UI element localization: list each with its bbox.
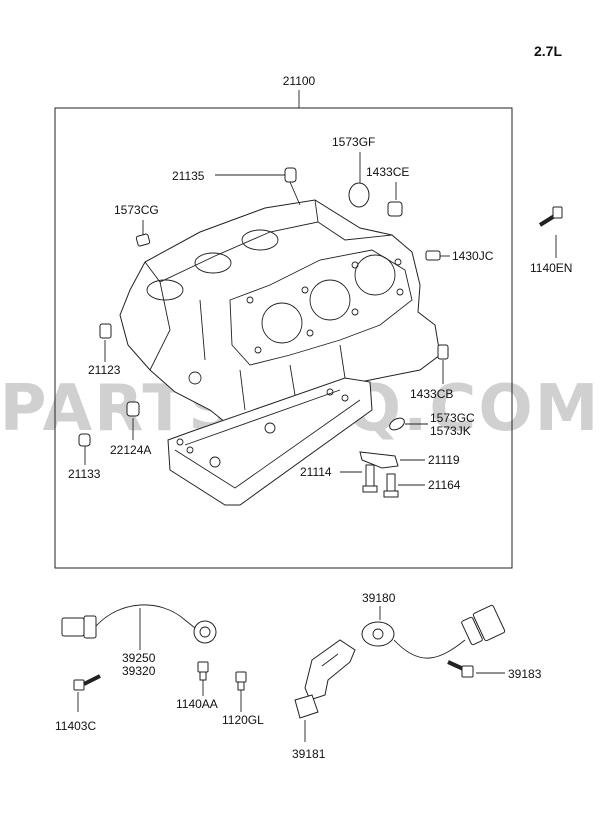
plug-1573CG — [135, 233, 151, 247]
assembly-frame — [54, 107, 513, 569]
bolt-1140EN — [538, 206, 563, 227]
part-label-1573CG[interactable]: 1573CG — [114, 203, 159, 217]
plug-1573GC — [389, 417, 405, 431]
part-label-11403C[interactable]: 11403C — [55, 719, 96, 733]
plug-1573GF — [348, 182, 370, 208]
part-label-1433CB[interactable]: 1433CB — [410, 387, 453, 401]
part-label-1140EN[interactable]: 1140EN — [530, 261, 572, 275]
part-label-1430JC[interactable]: 1430JC — [452, 249, 494, 263]
dowel-21135 — [284, 167, 297, 183]
plug-21133 — [78, 433, 91, 447]
bolt-39183 — [447, 660, 474, 678]
part-label-21114[interactable]: 21114 — [300, 465, 332, 479]
engine-block — [119, 199, 441, 506]
dowel-22124A — [126, 401, 140, 417]
part-label-39181[interactable]: 39181 — [292, 747, 326, 761]
part-label-21119[interactable]: 21119 — [428, 453, 460, 467]
bracket-21119 — [359, 451, 399, 469]
part-label-1433CE[interactable]: 1433CE — [366, 165, 409, 179]
part-label-21133[interactable]: 21133 — [68, 467, 101, 481]
part-label-1120GL[interactable]: 1120GL — [222, 713, 264, 727]
part-label-39183[interactable]: 39183 — [508, 667, 542, 681]
part-label-21135[interactable]: 21135 — [172, 169, 205, 183]
part-label-1573GF[interactable]: 1573GF — [332, 135, 375, 149]
part-label-1140AA[interactable]: 1140AA — [176, 697, 218, 711]
part-label-21164[interactable]: 21164 — [428, 478, 461, 492]
knock-sensor-harness — [61, 604, 217, 644]
plug-1430JC — [425, 250, 441, 261]
bolt-1120GL — [235, 671, 247, 691]
bracket-39181 — [294, 639, 356, 719]
bolt-21114 — [365, 464, 375, 488]
bolt-21123 — [99, 323, 112, 339]
part-label-1573JK[interactable]: 1573JK — [430, 424, 471, 438]
plug-1433CE — [387, 201, 403, 217]
part-label-39320[interactable]: 39320 — [122, 664, 156, 678]
part-label-21123[interactable]: 21123 — [88, 363, 121, 377]
part-label-1573GC[interactable]: 1573GC — [430, 411, 475, 425]
bolt-11403C — [73, 674, 101, 691]
bolt-21164 — [386, 473, 396, 493]
part-label-39250[interactable]: 39250 — [122, 651, 156, 665]
part-label-21100[interactable]: 21100 — [283, 74, 316, 88]
part-label-39180[interactable]: 39180 — [362, 591, 396, 605]
engine-label: 2.7L — [534, 43, 562, 59]
part-label-22124A[interactable]: 22124A — [110, 443, 151, 457]
bolt-1140AA — [197, 661, 209, 681]
plug-1433CB — [437, 344, 449, 360]
crank-sensor-39180 — [361, 604, 506, 659]
